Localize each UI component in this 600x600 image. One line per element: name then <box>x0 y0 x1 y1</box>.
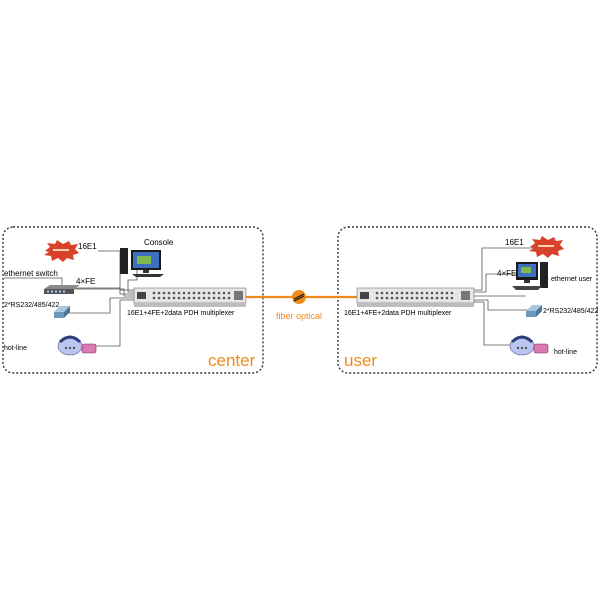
user-wiring <box>474 247 535 346</box>
center-wiring <box>4 250 138 347</box>
e1-burst-icon <box>44 240 79 262</box>
user-e1-label: 16E1 <box>505 238 524 247</box>
center-device-label: 16E1+4FE+2data PDH multiplexer <box>127 310 235 317</box>
user-zone-label: user <box>344 351 378 370</box>
computer-icon <box>512 262 548 290</box>
console-pc-icon <box>120 248 164 277</box>
user-device-label: 16E1+4FE+2data PDH multiplexer <box>344 310 452 317</box>
pdh-multiplexer-icon <box>133 287 247 307</box>
center-zone-frame <box>2 226 264 374</box>
ethernet-switch-label: ethernet switch <box>4 269 58 278</box>
center-serial-label: 2*RS232/485/422 <box>4 302 60 309</box>
center-hotline-label: hot-line <box>4 345 27 352</box>
user-zone-frame <box>337 226 598 374</box>
ethernet-switch-icon <box>44 285 80 294</box>
telephone-icon <box>57 335 97 356</box>
e1-burst-icon <box>529 236 564 258</box>
serial-modem-icon <box>54 306 70 318</box>
telephone-icon <box>509 335 549 356</box>
fiber-connector-icon <box>292 290 306 304</box>
fiber-optical-label: fiber optical <box>276 311 323 321</box>
console-label: Console <box>144 238 174 247</box>
center-zone-label: center <box>208 351 256 370</box>
pdh-multiplexer-icon <box>356 287 475 307</box>
serial-modem-icon <box>526 305 542 317</box>
center-e1-label: 16E1 <box>78 242 97 251</box>
ethernet-user-label: ethernet user <box>551 276 593 283</box>
center-fe-label: 4×FE <box>76 277 96 286</box>
user-fe-label: 4×FE <box>497 269 517 278</box>
user-serial-label: 2*RS232/485/422 <box>543 308 599 315</box>
user-hotline-label: hot-line <box>554 349 577 356</box>
